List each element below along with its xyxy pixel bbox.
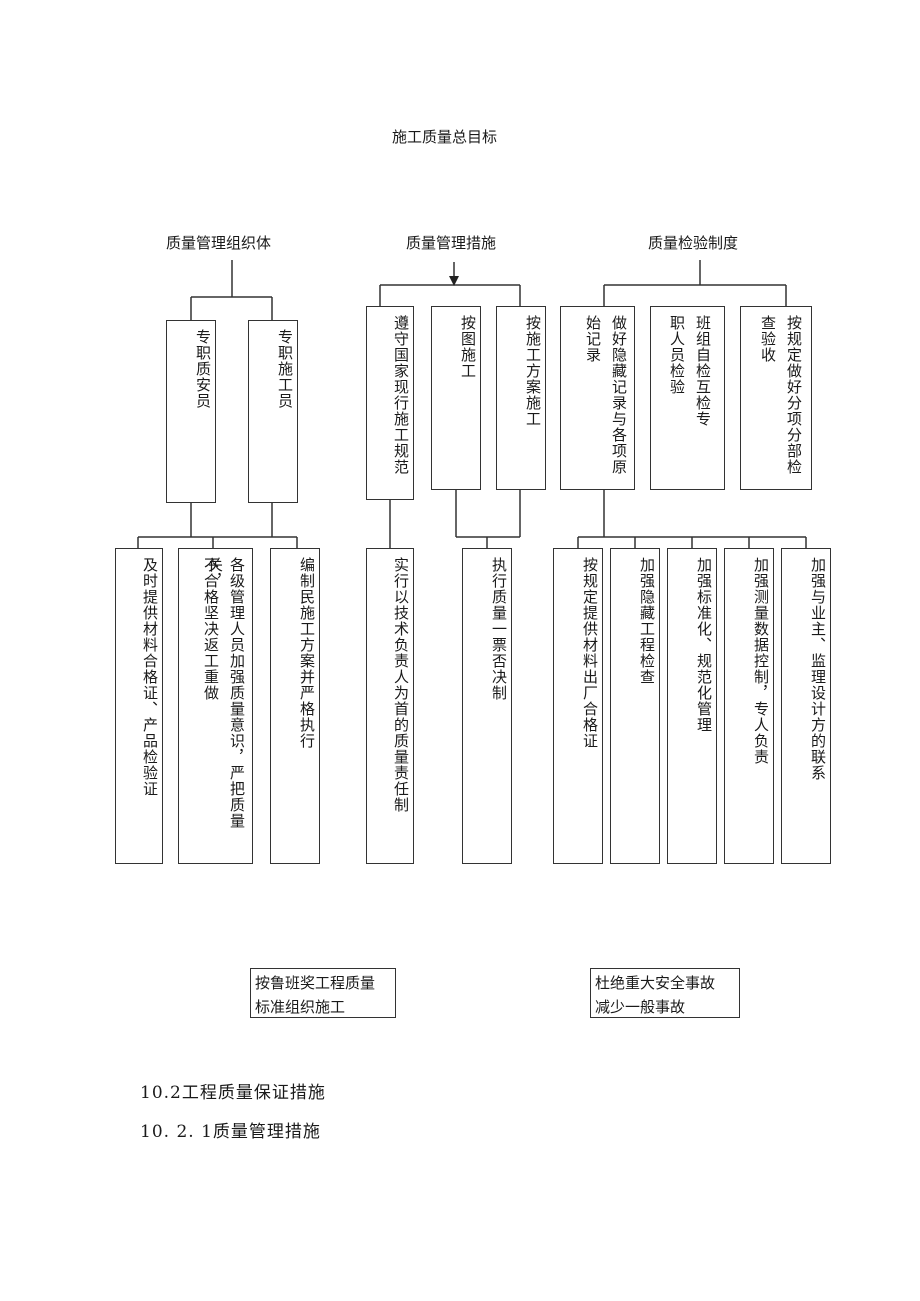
branch-measures-title: 质量管理措施 (406, 234, 497, 252)
org-detail-text: 不合格坚决返工重做 (202, 557, 220, 701)
org-detail-node: 各级管理人员加强质量意识，严把质量关， 不合格坚决返工重做 (178, 548, 253, 864)
measures-detail-node: 实行以技术负责人为首的质量责任制 (366, 548, 414, 864)
outcome-line: 杜绝重大安全事故 (595, 974, 716, 992)
org-detail-text: 各级管理人员加强质量意识，严把质量关， (206, 557, 246, 829)
inspection-node-text: 按规定做好分项分部检 (785, 315, 803, 475)
measures-detail-node: 执行质量一票否决制 (462, 548, 512, 864)
outcome-box: 杜绝重大安全事故 减少一般事故 (590, 968, 740, 1018)
subsection-heading: 10. 2. 1质量管理措施 (140, 1122, 321, 1142)
inspection-detail-node: 加强测量数据控制，专人负责 (724, 548, 774, 864)
outcome-line: 按鲁班奖工程质量 (255, 974, 376, 992)
root-goal: 施工质量总目标 (392, 128, 498, 146)
section-heading: 10.2工程质量保证措施 (140, 1083, 326, 1103)
measures-node: 按施工方案施工 (496, 306, 546, 490)
branch-org-title: 质量管理组织体 (166, 234, 272, 252)
inspection-node-text: 职人员检验 (668, 315, 686, 395)
inspection-node: 做好隐藏记录与各项原 始记录 (560, 306, 635, 490)
arrow-head (449, 276, 459, 286)
org-node: 专职质安员 (166, 320, 216, 503)
inspection-node: 班组自检互检专 职人员检验 (650, 306, 725, 490)
org-node: 专职施工员 (248, 320, 298, 503)
inspection-node-text: 做好隐藏记录与各项原 (610, 315, 628, 475)
outcome-line: 减少一般事故 (595, 998, 686, 1016)
inspection-detail-node: 加强隐藏工程检查 (610, 548, 660, 864)
branch-inspection-title: 质量检验制度 (648, 234, 739, 252)
measures-node: 遵守国家现行施工规范 (366, 306, 414, 500)
inspection-detail-node: 加强标准化、规范化管理 (667, 548, 717, 864)
outcome-line: 标准组织施工 (255, 998, 346, 1016)
org-detail-node: 及时提供材料合格证、产品检验证 (115, 548, 163, 864)
measures-node: 按图施工 (431, 306, 481, 490)
inspection-node: 按规定做好分项分部检 查验收 (740, 306, 812, 490)
outcome-box: 按鲁班奖工程质量 标准组织施工 (250, 968, 396, 1018)
inspection-detail-node: 按规定提供材料出厂合格证 (553, 548, 603, 864)
inspection-node-text: 查验收 (759, 315, 777, 363)
inspection-node-text: 始记录 (584, 315, 602, 363)
inspection-detail-node: 加强与业主、监理设计方的联系 (781, 548, 831, 864)
org-detail-node: 编制民施工方案并严格执行 (270, 548, 320, 864)
inspection-node-text: 班组自检互检专 (694, 315, 712, 427)
